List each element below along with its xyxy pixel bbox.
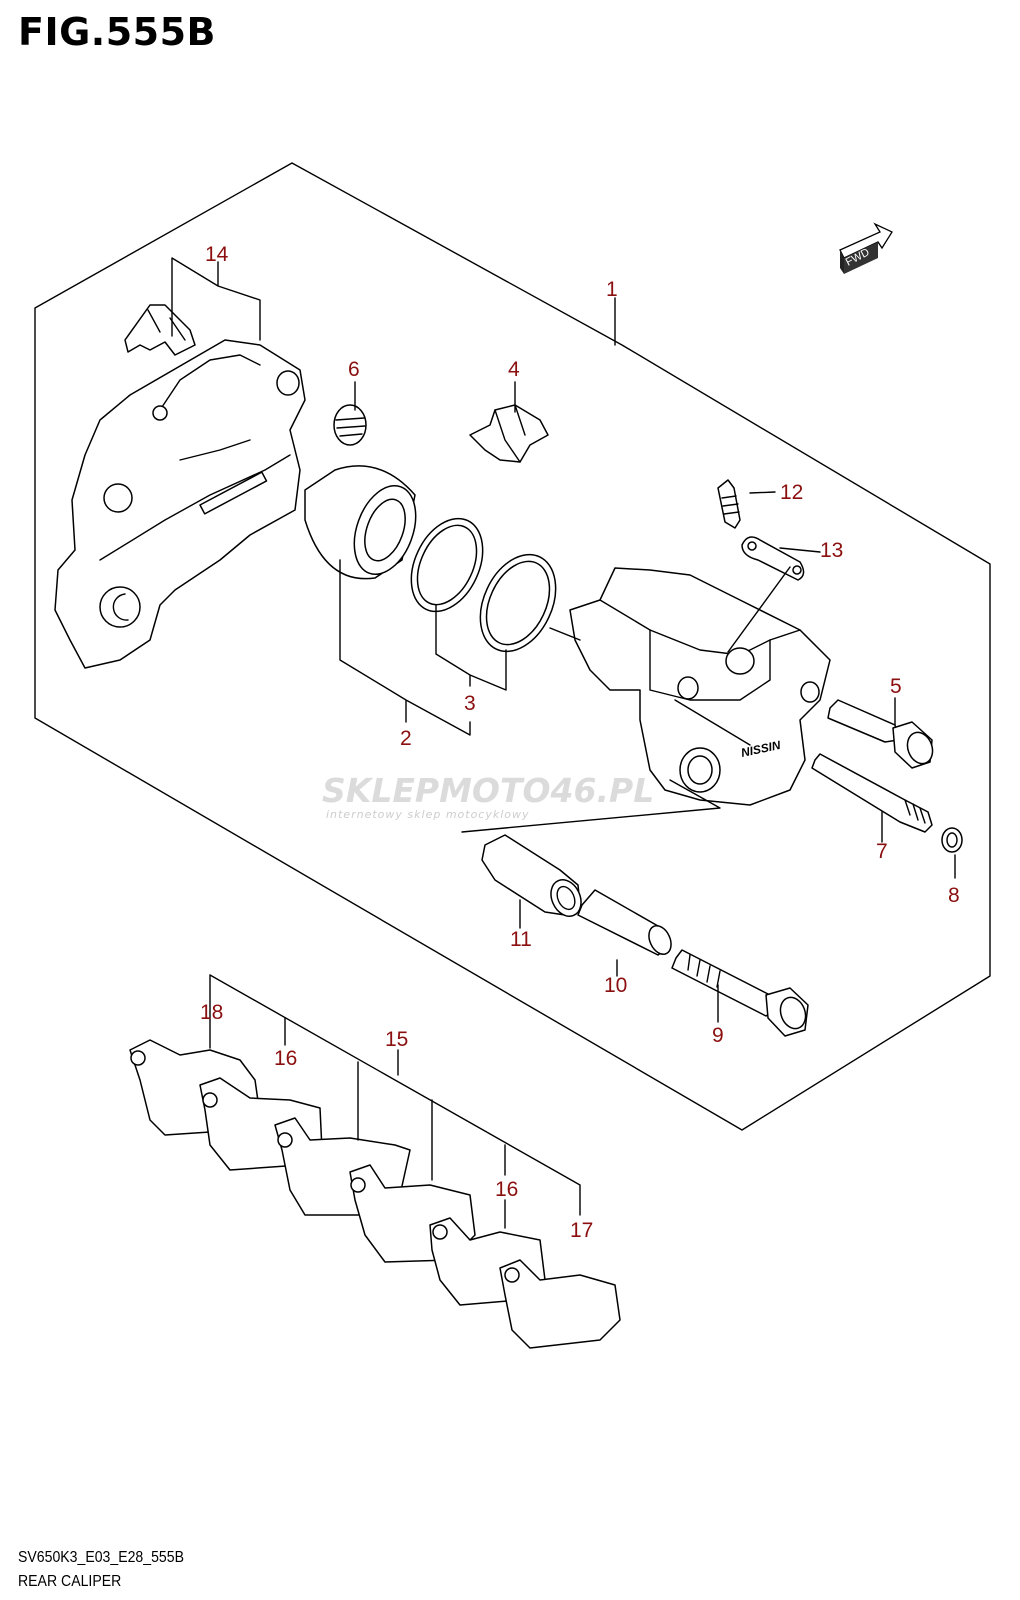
callout-17: 17 xyxy=(570,1219,593,1242)
watermark-brand: SKLEPMOTO46.PL xyxy=(322,771,654,810)
callout-11: 11 xyxy=(510,928,532,951)
leader-lines xyxy=(171,257,956,1229)
figure-code: SV650K3_E03_E28_555B xyxy=(18,1549,184,1566)
pad-spring xyxy=(469,404,549,463)
figure-caption: REAR CALIPER xyxy=(18,1573,122,1590)
callout-16a: 16 xyxy=(274,1047,297,1070)
callout-1: 1 xyxy=(606,278,618,301)
callout-5: 5 xyxy=(890,675,902,698)
callout-9: 9 xyxy=(712,1024,724,1047)
slide-pin xyxy=(811,753,933,833)
piston xyxy=(304,465,417,580)
callout-14: 14 xyxy=(205,243,229,266)
figure-footer: SV650K3_E03_E28_555B REAR CALIPER xyxy=(18,1546,184,1594)
callout-4: 4 xyxy=(508,358,520,381)
figure-title: FIG.555B xyxy=(18,10,217,54)
callout-16b: 16 xyxy=(495,1178,518,1201)
callout-18: 18 xyxy=(200,1001,223,1024)
callout-3: 3 xyxy=(464,692,476,715)
caliper-bracket xyxy=(54,339,306,669)
piston-seals xyxy=(410,517,557,653)
pin-bolt xyxy=(827,699,934,769)
assembly-outline xyxy=(34,162,991,1131)
bleeder-valve xyxy=(717,479,741,529)
pad-spring-clip xyxy=(124,304,196,356)
callout-2: 2 xyxy=(400,727,412,750)
callout-6: 6 xyxy=(348,358,360,381)
retaining-clip xyxy=(941,827,963,853)
slide-boot xyxy=(481,834,582,917)
watermark: SKLEPMOTO46.PL internetowy sklep motocyk… xyxy=(322,771,654,821)
callout-15: 15 xyxy=(385,1028,408,1051)
callout-13: 13 xyxy=(820,539,843,562)
mounting-bolt xyxy=(671,949,809,1037)
bleeder-plate xyxy=(741,536,805,581)
watermark-tagline: internetowy sklep motocyklowy xyxy=(326,808,530,821)
callout-labels: 1 2 3 4 5 6 7 8 9 10 11 12 13 14 15 16 1… xyxy=(200,243,960,1242)
callout-7: 7 xyxy=(876,840,888,863)
callout-10: 10 xyxy=(604,974,627,997)
caliper-body: NISSIN xyxy=(569,567,831,806)
brake-pad-set xyxy=(129,1039,621,1349)
slide-sleeve xyxy=(577,889,672,956)
callout-12: 12 xyxy=(780,481,803,504)
bleeder-cap xyxy=(333,404,367,446)
fwd-arrow-icon: FWD xyxy=(839,222,893,274)
callout-8: 8 xyxy=(948,884,960,907)
